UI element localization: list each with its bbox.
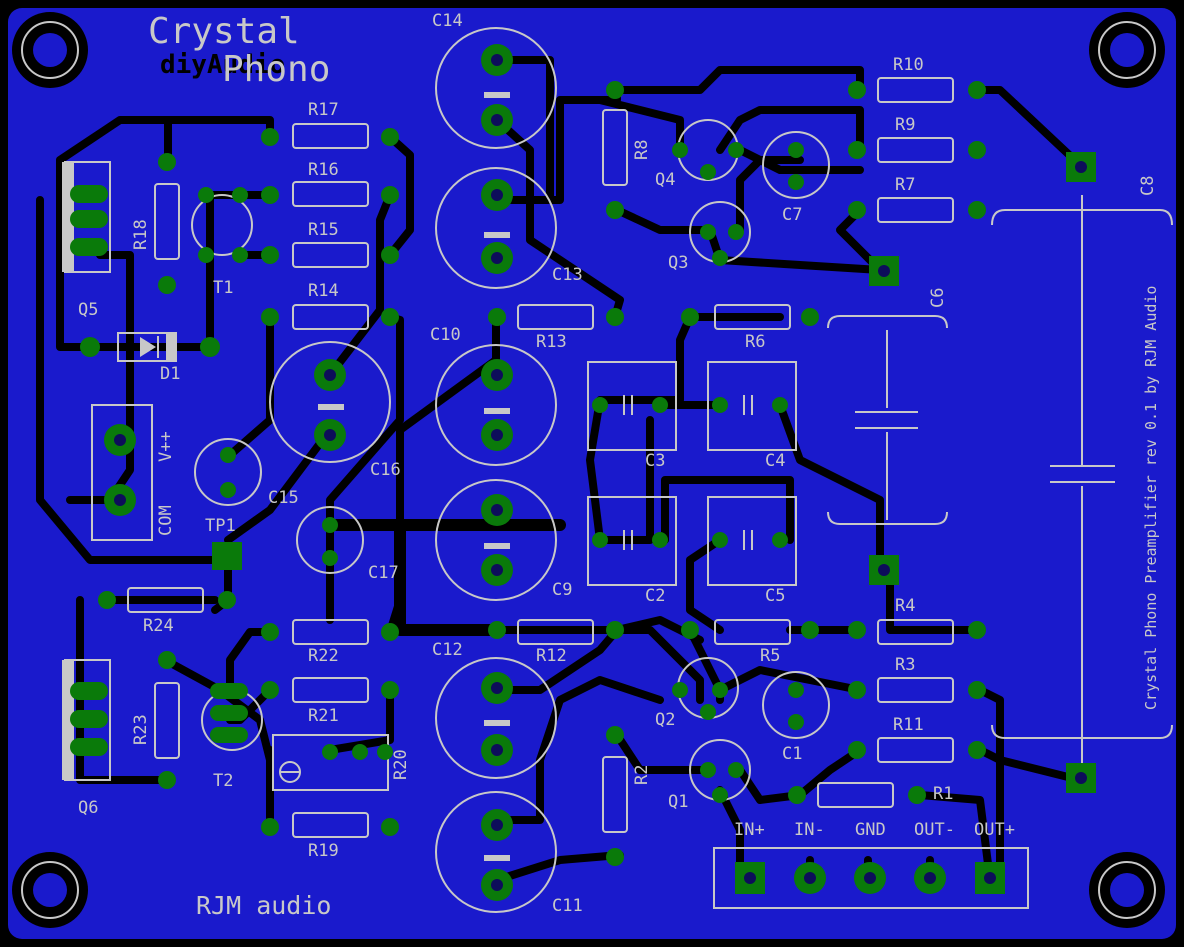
diode-d1 xyxy=(117,332,177,362)
board-vertical-note: Crystal Phono Preamplifier rev 0.1 by RJ… xyxy=(1142,286,1160,710)
large-caps xyxy=(827,195,1173,765)
electrolytic-caps xyxy=(194,27,830,913)
resistor-bodies xyxy=(127,77,954,838)
cap-polarity-marks xyxy=(318,92,510,861)
pads xyxy=(70,44,1096,901)
film-caps xyxy=(587,361,797,586)
mounting-holes xyxy=(12,12,1165,928)
trimmer-r20 xyxy=(272,734,389,791)
power-connector-outline xyxy=(91,404,153,541)
io-connector-outline xyxy=(713,847,1029,909)
